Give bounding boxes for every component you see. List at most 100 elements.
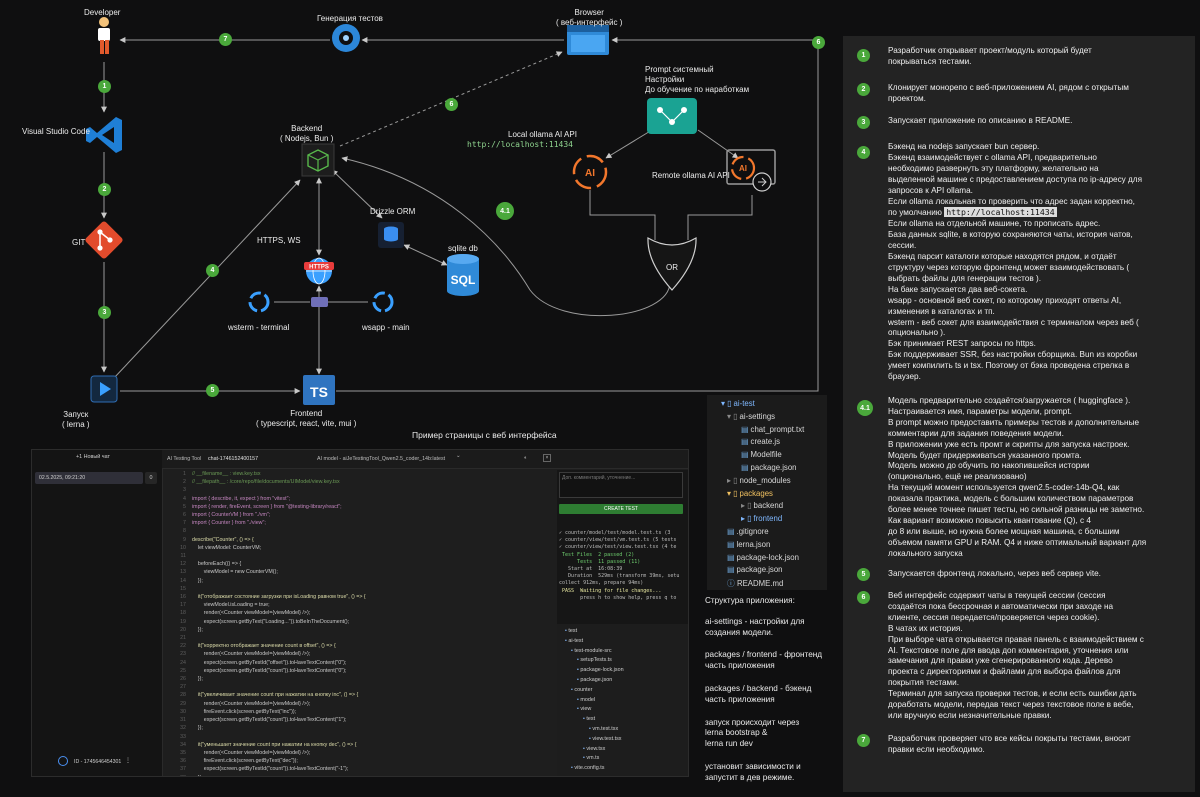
file-tree-icon: ▪ (589, 726, 593, 732)
file-tree-label: test-module-src (574, 647, 612, 654)
tree-row[interactable]: ▤ package.json (741, 463, 797, 472)
file-tree-label: model (580, 696, 596, 703)
description-num-4-1: 4.1 (857, 400, 873, 416)
file-tree-label: setupTests.ts (580, 657, 612, 664)
tree-row[interactable]: ▸ ▯ frontend (741, 514, 782, 523)
tree-row[interactable]: ▤ create.js (741, 437, 780, 446)
tree-row[interactable]: ▤ package-lock.json (727, 553, 799, 562)
file-tree-item[interactable]: ▪ counter (571, 687, 592, 694)
code-text: viewModel.isLoading = true; (192, 602, 270, 609)
description-text-6: Веб интерфейс содержит чаты в текущей се… (888, 591, 1144, 720)
tree-row[interactable]: ▾ ▯ ai-test (721, 399, 755, 408)
tree-row-label: package.json (736, 565, 783, 575)
more-icon[interactable]: ⋮ (125, 758, 131, 764)
file-tree-item[interactable]: ▪ model (577, 697, 595, 704)
file-tree-item[interactable]: ▪ test (583, 716, 595, 723)
code-line: 22 it("корректно отображает значение cou… (172, 642, 562, 650)
file-tree-item[interactable]: ▪ package-lock.json (577, 667, 624, 674)
file-tree-item[interactable]: ▪ vite.config.ts (571, 765, 604, 772)
close-icon[interactable]: × (543, 454, 551, 462)
label-or: OR (666, 263, 678, 272)
file-tree-label: test (586, 716, 596, 723)
ts-icon-text: TS (310, 384, 328, 400)
tree-row[interactable]: ⓘ README.md (727, 578, 783, 589)
code-line: 11 (172, 552, 562, 560)
file-tree-item[interactable]: ▪ vm.ts (583, 755, 599, 762)
tree-row[interactable]: ▾ ▯ packages (727, 489, 773, 498)
file-tree-item[interactable]: ▪ view.tsx (583, 746, 605, 753)
line-number: 14 (180, 577, 186, 584)
edge-remote-or (687, 195, 753, 240)
line-number: 16 (180, 594, 186, 601)
code-line: 35 render(<Counter viewModel={viewModel}… (172, 749, 562, 757)
tree-row[interactable]: ▸ ▯ backend (741, 501, 783, 510)
terminal-output[interactable]: ✓ counter/model/test/model.test.ts (3✓ c… (559, 530, 687, 602)
remote-ai-icon: AI (726, 149, 776, 192)
line-number: 22 (180, 643, 186, 650)
tree-row[interactable]: ▤ .gitignore (727, 527, 769, 536)
tree-row[interactable]: ▾ ▯ ai-settings (727, 412, 775, 421)
edge-backend-drizzle (331, 169, 383, 219)
tree-row-label: create.js (750, 437, 781, 447)
tree-row[interactable]: ▤ Modelfile (741, 450, 782, 459)
socket-bus (311, 297, 328, 307)
file-tree-item[interactable]: ▪ package.json (577, 677, 612, 684)
chat-sidebar: +1 Новый чат 02.5.2025, 09:21:20 0 ID - … (32, 450, 163, 776)
terminal-line: collect 912ms, prepare 94ms) (559, 580, 644, 587)
tree-row[interactable]: ▸ ▯ node_modules (727, 476, 791, 485)
line-number: 31 (180, 717, 186, 724)
file-tree-item[interactable]: ▪ view (577, 706, 591, 713)
label-drizzle: Drizzle ORM (370, 207, 416, 216)
code-text: viewModel = new CounterVM(); (192, 569, 278, 576)
file-tree-item[interactable]: ▪ test (565, 628, 577, 635)
file-tree-label: view.tsx (586, 745, 606, 752)
line-number: 24 (180, 659, 186, 666)
file-tree-label: vm.test.tsx (592, 726, 619, 732)
power-icon[interactable] (58, 756, 68, 766)
code-line: 26 }); (172, 675, 562, 683)
tree-row-label: node_modules (739, 475, 791, 485)
file-tree-label: test (568, 628, 578, 634)
tree-row-label: lerna.json (736, 539, 771, 549)
label-remote-ollama: Remote ollama AI API (652, 171, 730, 180)
theme-icon[interactable]: ◐ (524, 455, 528, 461)
code-text: describe("Counter", () => { (192, 536, 254, 543)
file-tree-item[interactable]: ▪ test-module-src (571, 648, 612, 655)
file-tree-icon: ▪ (577, 696, 581, 703)
file-tree-item[interactable]: ▪ vm.test.tsx (589, 726, 618, 733)
file-tree-item[interactable]: ▪ view.test.tsx (589, 736, 621, 743)
tree-row[interactable]: ▤ chat_prompt.txt (741, 425, 804, 434)
comment-input[interactable]: Доп. комментарий, уточнение... (559, 472, 683, 498)
create-test-button[interactable]: CREATE TEST (559, 504, 683, 514)
structure-title: Структура приложения: (705, 596, 795, 605)
new-chat-button[interactable]: +1 Новый чат (76, 454, 110, 460)
code-line: 21 (172, 634, 562, 642)
app-breadcrumb: AI Testing Tool (167, 456, 202, 462)
https-globe-icon: HTTPS (304, 257, 334, 285)
code-line: 27 (172, 683, 562, 691)
web-ui-screenshot: +1 Новый чат 02.5.2025, 09:21:20 0 ID - … (31, 449, 689, 777)
chat-list-item[interactable]: 02.5.2025, 09:21:20 (35, 472, 143, 484)
tree-row[interactable]: ▤ lerna.json (727, 540, 770, 549)
new-chat-label: Новый чат (83, 454, 110, 460)
label-frontend: Frontend ( typescript, react, vite, mui … (256, 409, 357, 428)
line-number: 28 (180, 692, 186, 699)
file-tree-item[interactable]: ▪ setupTests.ts (577, 657, 612, 664)
chat-tab[interactable]: chat-1746152400157 (208, 456, 259, 462)
file-tree[interactable]: ▪ test▪ ai-test▪ test-module-src▪ setupT… (557, 624, 688, 776)
line-number: 1 (183, 471, 186, 477)
line-number: 13 (180, 569, 186, 576)
wsapp-sync-icon (372, 291, 394, 313)
file-tree-icon: ▪ (571, 647, 575, 654)
tree-row-label: frontend (753, 514, 783, 524)
line-number: 3 (183, 487, 186, 494)
model-dropdown-icon[interactable]: ⌄ (456, 453, 461, 459)
tree-row[interactable]: ▤ package.json (727, 565, 783, 574)
file-tree-item[interactable]: ▪ ai-test (565, 638, 583, 645)
step-badge-4: 4 (206, 264, 219, 277)
model-label[interactable]: AI model - aiJeTestingTool_Qwen2.5_coder… (317, 456, 446, 462)
